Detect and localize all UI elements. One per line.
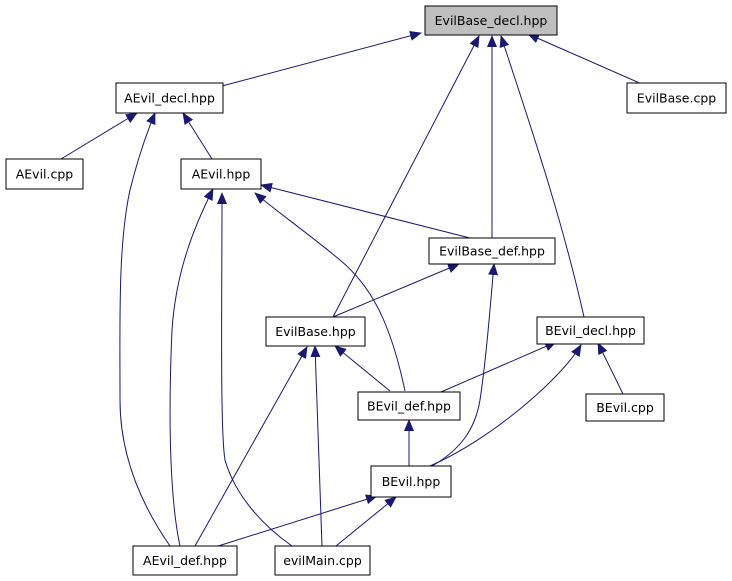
node-aevil-hpp[interactable]: AEvil.hpp xyxy=(180,158,262,190)
svg-text:AEvil_decl.hpp: AEvil_decl.hpp xyxy=(124,91,215,106)
svg-text:BEvil_decl.hpp: BEvil_decl.hpp xyxy=(545,323,636,338)
edge-evilbase-hpp-to-evilbase-decl xyxy=(332,35,480,318)
edge-aevil-def-to-aevil-decl xyxy=(119,112,171,547)
edge-bevil-def-to-evilbase-hpp xyxy=(334,345,391,392)
edge-aevil-decl-to-evilbase-decl xyxy=(221,30,422,87)
edge-evilbase-cpp-to-evilbase-decl xyxy=(527,33,645,86)
edge-bevil-hpp-to-bevil-decl xyxy=(429,344,582,467)
node-evilbase-def-hpp[interactable]: EvilBase_def.hpp xyxy=(428,237,556,265)
edge-evilbase-hpp-to-evilbase-def xyxy=(332,263,460,318)
svg-text:EvilBase.cpp: EvilBase.cpp xyxy=(637,91,716,106)
node-aevil-cpp[interactable]: AEvil.cpp xyxy=(5,158,84,190)
node-bevil-decl-hpp[interactable]: BEvil_decl.hpp xyxy=(536,316,645,345)
svg-text:BEvil.hpp: BEvil.hpp xyxy=(382,474,441,489)
node-evilmain-cpp[interactable]: evilMain.cpp xyxy=(274,545,371,576)
svg-text:BEvil.cpp: BEvil.cpp xyxy=(596,400,654,415)
node-evilbase-cpp[interactable]: EvilBase.cpp xyxy=(626,82,727,114)
node-bevil-cpp[interactable]: BEvil.cpp xyxy=(585,393,665,422)
edge-bevil-decl-to-evilbase-decl xyxy=(499,35,585,318)
edge-evilmain-to-bevil-hpp xyxy=(335,496,397,547)
node-evilbase-decl-hpp[interactable]: EvilBase_decl.hpp xyxy=(424,5,558,36)
svg-text:BEvil_def.hpp: BEvil_def.hpp xyxy=(367,399,451,414)
node-aevil-def-hpp[interactable]: AEvil_def.hpp xyxy=(132,545,238,576)
svg-text:EvilBase_decl.hpp: EvilBase_decl.hpp xyxy=(435,13,548,28)
edge-evilmain-to-aevil-hpp xyxy=(216,192,293,547)
svg-text:AEvil.hpp: AEvil.hpp xyxy=(192,167,251,182)
edge-bevil-def-to-bevil-decl xyxy=(440,341,557,393)
svg-text:AEvil.cpp: AEvil.cpp xyxy=(16,167,74,182)
edge-evilbase-def-to-aevil-hpp xyxy=(260,182,471,239)
edge-evilmain-to-evilbase-hpp xyxy=(310,345,323,547)
edge-bevil-hpp-to-evilbase-def xyxy=(431,263,499,467)
edge-aevil-def-to-evilbase-hpp xyxy=(194,346,308,547)
edge-aevil-def-to-bevil-hpp xyxy=(214,494,378,548)
node-bevil-hpp[interactable]: BEvil.hpp xyxy=(370,465,452,498)
node-bevil-def-hpp[interactable]: BEvil_def.hpp xyxy=(357,391,461,421)
edge-aevil-cpp-to-aevil-decl xyxy=(60,112,138,160)
svg-text:EvilBase_def.hpp: EvilBase_def.hpp xyxy=(439,244,545,259)
node-evilbase-hpp[interactable]: EvilBase.hpp xyxy=(265,316,366,347)
edge-aevil-hpp-to-aevil-decl xyxy=(182,112,213,160)
svg-text:EvilBase.hpp: EvilBase.hpp xyxy=(275,324,356,339)
edge-aevil-def-to-aevil-hpp xyxy=(169,188,214,547)
edge-bevil-cpp-to-bevil-decl xyxy=(597,342,624,395)
edge-bevil-def-to-aevil-hpp xyxy=(254,192,406,392)
node-aevil-decl-hpp[interactable]: AEvil_decl.hpp xyxy=(115,82,224,114)
svg-text:AEvil_def.hpp: AEvil_def.hpp xyxy=(143,553,227,568)
svg-text:evilMain.cpp: evilMain.cpp xyxy=(283,553,362,568)
